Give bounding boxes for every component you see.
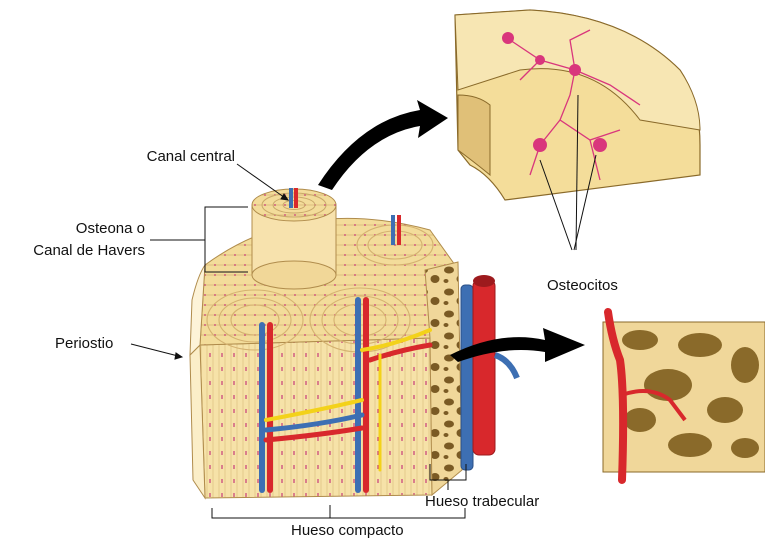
label-hueso-compacto: Hueso compacto xyxy=(291,522,404,540)
label-osteona-line2: Canal de Havers xyxy=(10,242,145,260)
label-periostio: Periostio xyxy=(55,335,113,353)
large-vessels xyxy=(461,275,517,470)
label-hueso-trabecular: Hueso trabecular xyxy=(425,493,539,511)
osteon-cylinder xyxy=(252,188,336,289)
label-osteona-line1: Osteona o xyxy=(30,220,145,238)
label-osteocitos: Osteocitos xyxy=(547,277,618,295)
label-canal-central: Canal central xyxy=(50,148,235,166)
trabecular-zoom xyxy=(603,312,765,480)
